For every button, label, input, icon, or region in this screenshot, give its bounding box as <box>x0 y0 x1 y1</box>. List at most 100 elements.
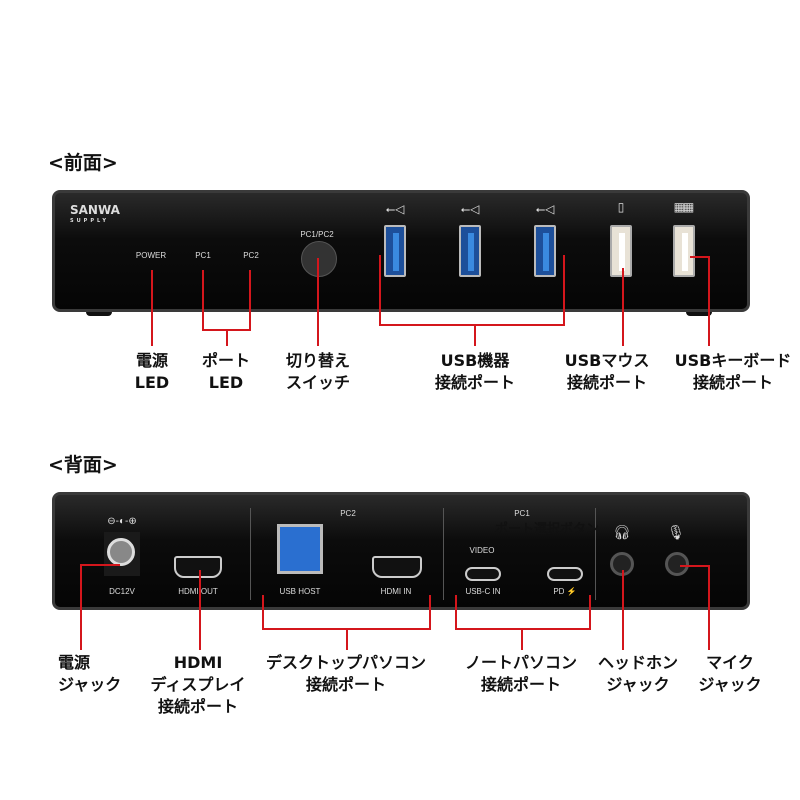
overlay-text: ポート選択ボタン <box>495 522 600 537</box>
callout-line <box>379 324 565 326</box>
callout-text: デスクトップパソコン <box>265 653 427 672</box>
divider <box>443 508 444 600</box>
dc-power-jack[interactable] <box>107 538 135 566</box>
hdmi-out-label: HDMI OUT <box>178 587 218 596</box>
callout-line <box>199 570 201 650</box>
front-heading: <前面> <box>48 152 118 174</box>
callout-line <box>622 570 624 650</box>
usb-mouse-port[interactable] <box>610 225 632 277</box>
pc2-label: PC2 <box>243 251 259 260</box>
hdmi-in-label: HDMI IN <box>380 587 412 596</box>
callout-text: ノートパソコン <box>464 653 578 672</box>
usb-keyboard-port[interactable] <box>673 225 695 277</box>
callout-line <box>690 256 710 258</box>
callout-headphone: ヘッドホンジャック <box>598 652 678 696</box>
callout-text: 接続ポート <box>480 675 562 694</box>
callout-mic: マイクジャック <box>698 652 761 696</box>
switch-label: PC1/PC2 <box>300 230 334 239</box>
callout-desktop: デスクトップパソコン接続ポート <box>266 652 426 696</box>
callout-text: ジャック <box>58 675 122 694</box>
callout-usb-keyboard: USBキーボード接続ポート <box>675 350 792 394</box>
callout-line <box>455 595 457 629</box>
callout-text: マイク <box>706 653 754 672</box>
logo-brand: SANWA <box>70 203 120 217</box>
callout-line <box>680 565 710 567</box>
usb-port[interactable] <box>459 225 481 277</box>
usb-host-port[interactable] <box>277 524 323 574</box>
callout-text: 接続ポート <box>305 675 387 694</box>
callout-text: 電源 <box>135 351 168 370</box>
callout-line <box>708 565 710 650</box>
usb-port[interactable] <box>384 225 406 277</box>
callout-usb-mouse: USBマウス接続ポート <box>565 350 650 394</box>
callout-line <box>346 628 348 650</box>
microphone-icon: 🎙︎ <box>667 525 685 541</box>
usb-c-in-label: USB-C IN <box>465 587 501 596</box>
callout-line <box>521 628 523 650</box>
callout-line <box>589 595 591 629</box>
divider <box>595 508 596 600</box>
callout-text: 接続ポート <box>692 373 773 392</box>
callout-text: ポート <box>201 351 251 370</box>
callout-line <box>262 595 264 629</box>
callout-line <box>80 564 82 650</box>
callout-line <box>429 595 431 629</box>
logo-sub: SUPPLY <box>70 218 110 224</box>
pc2-section-label: PC2 <box>340 509 356 518</box>
callout-line <box>474 324 476 346</box>
callout-text: 接続ポート <box>434 373 516 392</box>
usb-c-in-port[interactable] <box>465 567 501 581</box>
callout-line <box>202 270 204 330</box>
callout-line <box>317 258 319 346</box>
callout-text: 電源 <box>58 653 91 672</box>
device-foot <box>86 310 112 316</box>
mic-jack[interactable] <box>665 552 689 576</box>
callout-text: スイッチ <box>285 373 351 392</box>
callout-line <box>151 270 153 346</box>
callout-usb-device: USB機器接続ポート <box>435 350 515 394</box>
callout-text: ジャック <box>606 675 670 694</box>
callout-line <box>80 564 120 566</box>
callout-text: 接続ポート <box>566 373 647 392</box>
callout-notebook: ノートパソコン接続ポート <box>465 652 577 696</box>
headphone-icon: 🎧︎ <box>613 525 631 541</box>
callout-text: USB機器 <box>440 351 510 370</box>
callout-line <box>455 628 591 630</box>
usb-c-pd-port[interactable] <box>547 567 583 581</box>
callout-text: ジャック <box>698 675 762 694</box>
callout-line <box>563 255 565 325</box>
device-foot <box>686 310 712 316</box>
callout-text: USBキーボード <box>674 351 792 370</box>
back-panel <box>52 492 750 610</box>
callout-text: LED <box>134 373 170 392</box>
usb-port[interactable] <box>534 225 556 277</box>
pc1-label: PC1 <box>195 251 211 260</box>
back-heading: <背面> <box>48 454 118 476</box>
dc-label: DC12V <box>109 587 135 596</box>
lightning-icon: ⚡ <box>566 587 577 596</box>
callout-text: ディスプレイ <box>150 675 246 694</box>
callout-line <box>622 268 624 346</box>
hdmi-out-port[interactable] <box>174 556 222 578</box>
callout-text: LED <box>208 373 244 392</box>
usb-icon: ⭠◁ <box>535 202 555 216</box>
callout-line <box>708 256 710 346</box>
keyboard-icon: ▦▦ <box>673 200 695 214</box>
pd-text: PD <box>553 587 565 596</box>
hdmi-in-port[interactable] <box>372 556 422 578</box>
dc-polarity: ⊖-◐-⊕ <box>107 516 137 527</box>
mouse-icon: ▯ <box>617 200 625 214</box>
pd-label: PD ⚡ <box>553 587 576 596</box>
callout-switch: 切り替えスイッチ <box>286 350 350 394</box>
callout-text: ヘッドホン <box>597 653 679 672</box>
callout-text: 接続ポート <box>157 697 239 716</box>
callout-line <box>249 270 251 330</box>
callout-text: 切り替え <box>285 351 351 370</box>
callout-line <box>226 329 228 346</box>
pc1-section-label: PC1 <box>514 509 530 518</box>
pc-switch-button[interactable] <box>301 241 337 277</box>
divider <box>250 508 251 600</box>
callout-port-led: ポート LED <box>202 350 250 394</box>
